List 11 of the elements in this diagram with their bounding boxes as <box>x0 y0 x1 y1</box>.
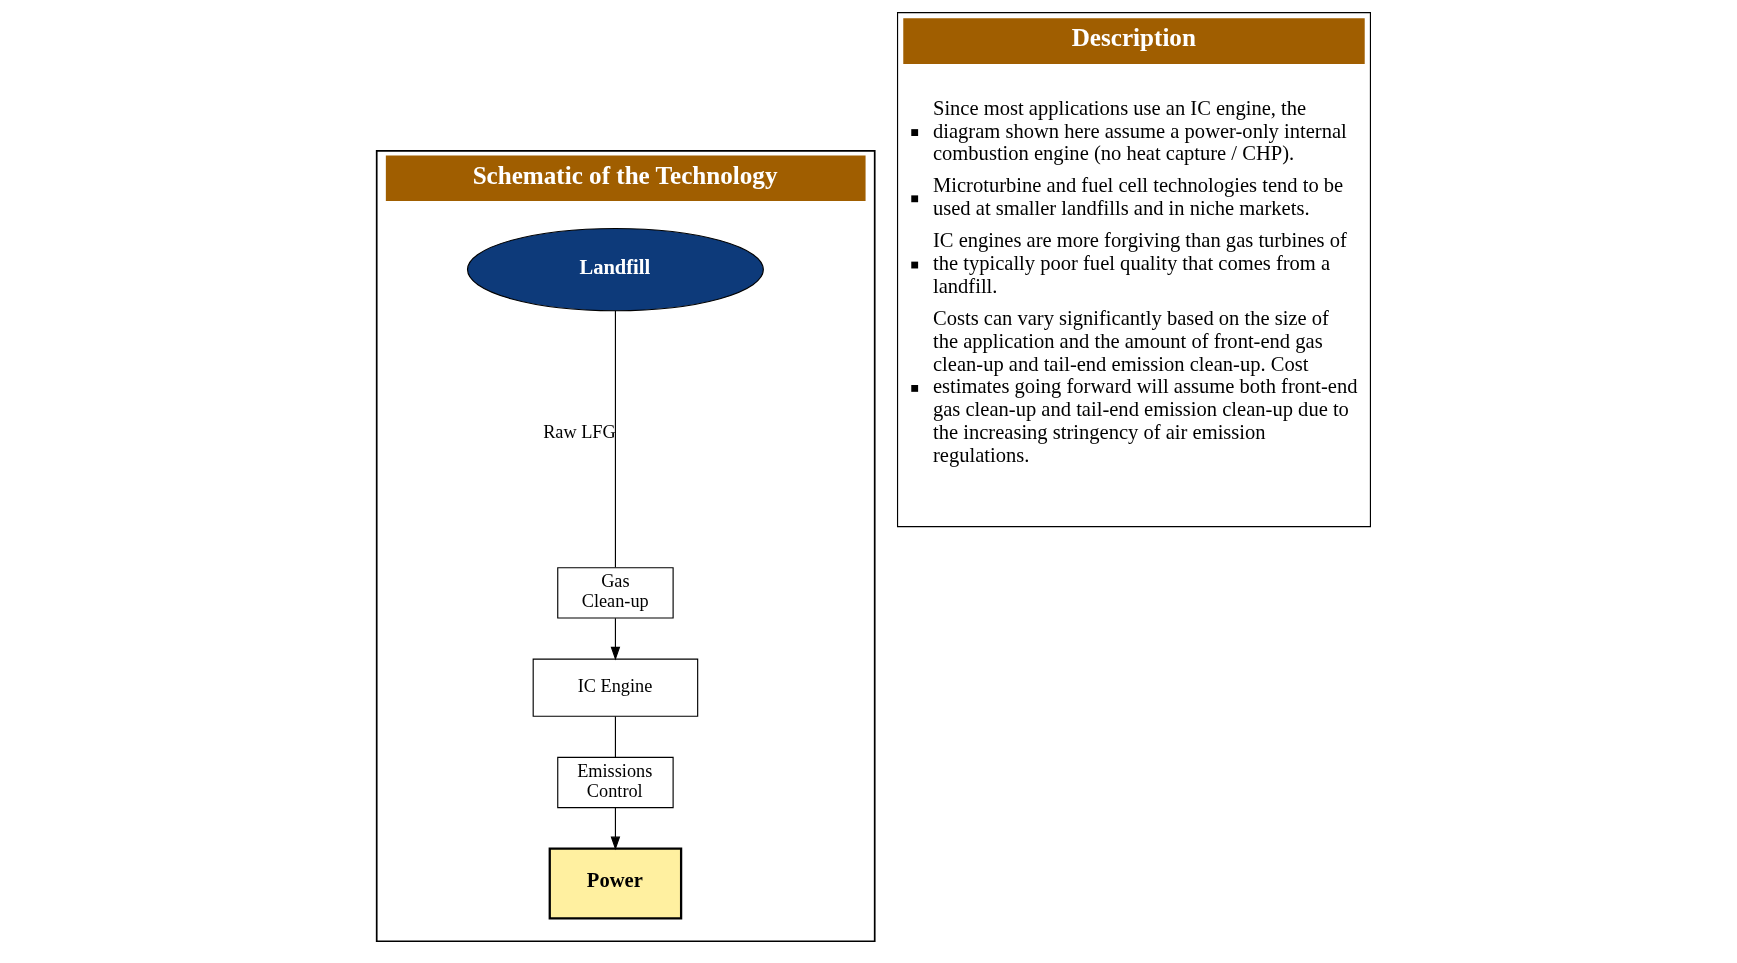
node-box: Power <box>548 847 682 920</box>
arrow <box>610 617 620 661</box>
connector <box>614 716 616 758</box>
node-ellipse: Landfill <box>466 227 764 312</box>
node-box: Gas Clean-up <box>556 567 674 619</box>
edge-label: Raw LFG <box>542 421 616 442</box>
node-box: IC Engine <box>532 658 698 717</box>
arrow <box>610 807 620 851</box>
node-box: Description Since most applications use an IC engine, the diagram shown here assume a power-only internal combustion engine (no heat capture / CHP). Microturbine and fuel cell technologies tend to be used at smaller landfills and in niche markets. IC engines are more forgiving than gas turbines of the typically poor fuel quality that comes from a landfill. Costs can vary significantly based on the size of the application and the amount of front-end gas clean-up and tail-end emission clean-up. Cost estimates going forward will assume both front-end gas clean-up and tail-end emission clean-up due to the increasing stringency of air emission regulations. <box>896 12 1371 528</box>
node-box: Emissions Control <box>556 756 674 809</box>
connector <box>614 310 616 568</box>
